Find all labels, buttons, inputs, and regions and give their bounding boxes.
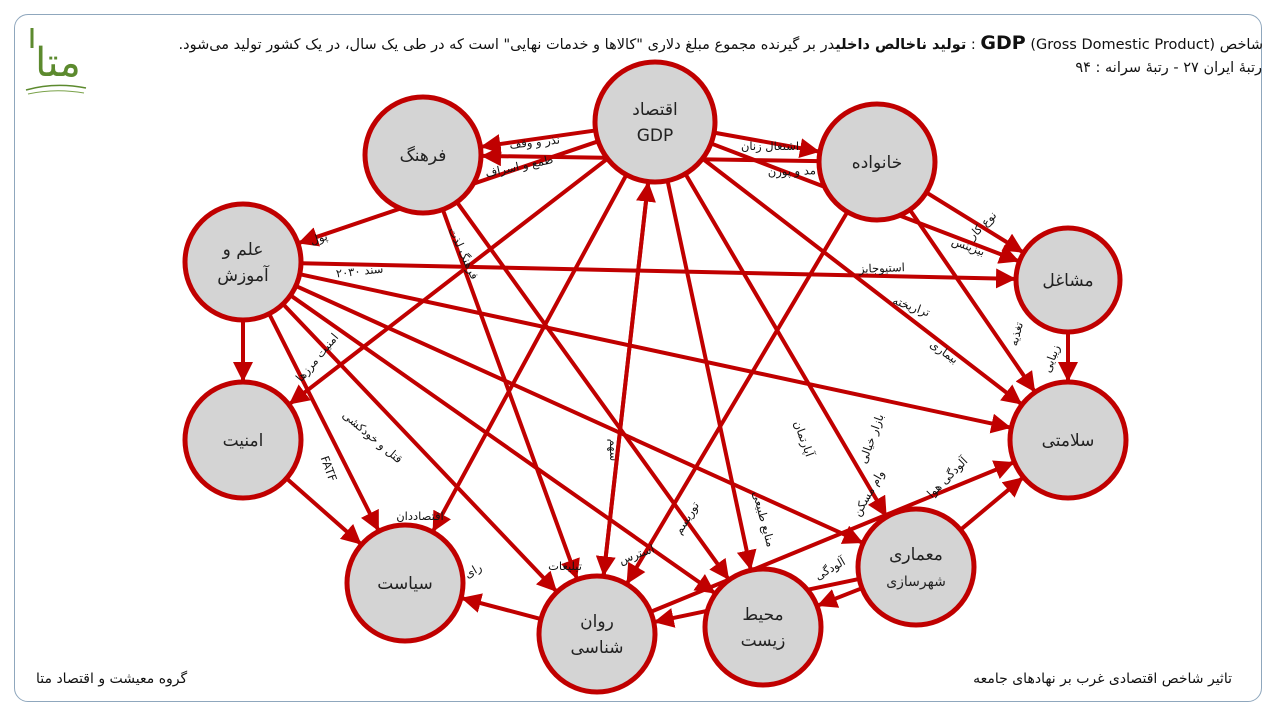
edge-gdp-salamati xyxy=(701,157,1023,405)
node-circle xyxy=(592,59,718,185)
header-part2: (Gross Domestic Product) : xyxy=(970,37,1216,53)
node-label: آموزش xyxy=(217,264,270,286)
edge-label-fatf: FATF xyxy=(318,454,340,483)
node-circle xyxy=(855,506,977,628)
edge-label-tablighat: تبلیغات xyxy=(548,559,582,573)
node-label: روان xyxy=(580,612,614,632)
edge-label-tarariakhte: تراریخته xyxy=(891,293,932,320)
header-bold-title: تولید ناخالص داخلی xyxy=(835,37,967,53)
node-circle xyxy=(536,573,658,695)
node-label: سلامتی xyxy=(1042,431,1095,451)
node-circle xyxy=(182,379,304,501)
edge-label-nazr: نذر و وقف xyxy=(509,132,561,152)
node-label: معماری xyxy=(889,545,943,565)
edge-memari-salamati xyxy=(959,476,1024,532)
edge-elm-mohit xyxy=(289,293,716,595)
node-khanevade: خانواده xyxy=(816,101,938,223)
edge-elm-mashaghel xyxy=(300,261,1017,289)
meta-logo: متا xyxy=(25,28,87,95)
header-gdp: GDP xyxy=(980,32,1026,54)
node-ravan: روان شناسی xyxy=(536,573,658,695)
node-amniat: امنیت xyxy=(182,379,304,501)
node-circle xyxy=(362,94,484,216)
header-definition: شاخص GDP (Gross Domestic Product) : تولی… xyxy=(95,32,1263,57)
edge-gdp-siasat xyxy=(431,173,629,533)
nodes-layer: اقتصاد GDP فرهنگ خانواده علم و آموزش مشاغل امنی… xyxy=(182,59,1129,695)
edge-label-farhang_lezat: فرهنگ لذت xyxy=(445,225,482,282)
edge-ravan-gdp xyxy=(601,181,656,577)
node-circle xyxy=(1013,225,1123,335)
node-label: محیط xyxy=(742,605,783,625)
edge-gdp-amniat xyxy=(288,157,609,405)
node-salamati: سلامتی xyxy=(1007,379,1129,501)
node-siasat: سیاست xyxy=(344,522,466,644)
edge-khanevade-mashaghel xyxy=(925,190,1024,254)
edge-ravan-siasat xyxy=(461,593,542,622)
edge-label-eshteghal: اشتغال زنان xyxy=(741,139,799,154)
node-label: شهرسازی xyxy=(886,574,946,590)
edge-gdp-farhang xyxy=(480,128,596,154)
edge-farhang-mohit xyxy=(455,200,730,580)
edge-label-pool: پول xyxy=(308,229,329,249)
node-label: علم و xyxy=(222,240,264,260)
edge-gdp-memari xyxy=(683,172,888,517)
node-label: خانواده xyxy=(852,153,902,173)
edge-label-zibaei: زیبایی xyxy=(1040,343,1064,375)
node-label: سیاست xyxy=(377,574,433,594)
node-label: GDP xyxy=(637,126,674,146)
node-label: اقتصاد xyxy=(632,100,677,120)
edge-label-aloodegi: آلودگی xyxy=(812,554,849,584)
node-mohit: محیط زیست xyxy=(702,566,824,688)
node-mashaghel: مشاغل xyxy=(1013,225,1123,335)
edge-ravan-salamati xyxy=(649,460,1015,614)
node-label: شناسی xyxy=(571,638,624,658)
slide-frame xyxy=(14,14,1262,702)
node-circle xyxy=(1007,379,1129,501)
node-circle xyxy=(344,522,466,644)
node-circle xyxy=(182,201,304,323)
edge-label-taghzie: تغذیه xyxy=(1006,320,1026,347)
edge-elm-salamati xyxy=(299,272,1012,434)
footer-group-name: گروه معیشت و اقتصاد متا xyxy=(36,671,188,687)
edge-label-biznes: بیزینس xyxy=(949,234,986,260)
node-label: زیست xyxy=(741,631,786,651)
header-part1: شاخص xyxy=(1219,37,1263,53)
node-circle xyxy=(816,101,938,223)
edge-elm-siasat xyxy=(267,312,380,532)
edge-elm-memari xyxy=(295,284,864,545)
node-farhang: فرهنگ xyxy=(362,94,484,216)
edge-label-bazar: بازار خیالی xyxy=(856,412,888,466)
node-memari: معماری شهرسازی xyxy=(855,506,977,628)
edge-label-sahm: سهم xyxy=(607,439,621,462)
edge-label-aloodegi_hava: آلودگی هوا xyxy=(924,453,972,501)
edge-label-mod: مد و پوزن xyxy=(768,163,817,180)
edge-khanevade-salamati xyxy=(908,208,1036,393)
logo-text: متا xyxy=(35,40,81,86)
edge-gdp-mohit xyxy=(665,180,757,571)
node-label: فرهنگ xyxy=(400,145,447,166)
node-elm: علم و آموزش xyxy=(182,201,304,323)
node-label: امنیت xyxy=(223,431,264,451)
edge-label-apartman: آپارتمان xyxy=(790,419,817,460)
edge-gdp-khanevade xyxy=(713,130,820,159)
edge-label-bimari: بیماری xyxy=(927,337,961,367)
node-label: مشاغل xyxy=(1042,271,1093,291)
footer-title: تاثیر شاخص اقتصادی غرب بر نهادهای جامعه xyxy=(973,671,1232,687)
edge-label-stiojabz: استیوجابز xyxy=(858,260,905,277)
header-part3: در بر گیرنده مجموع مبلغ دلاری "کالاها و … xyxy=(178,37,836,53)
edge-label-sanad: سند ۲۰۳۰ xyxy=(335,262,384,281)
edge-memari-mohit xyxy=(816,586,863,608)
edge-label-eghtesaddan: اقتصاددان xyxy=(396,509,444,523)
edge-farhang-ravan xyxy=(440,208,580,580)
edge-elm-ravan xyxy=(281,302,558,592)
edges-layer xyxy=(233,128,1078,628)
edge-label-manabe: منابع طبیعی xyxy=(750,489,778,548)
rank-text: رتبهٔ ایران ۲۷ - رتبهٔ سرانه : ۹۴ xyxy=(1075,60,1262,76)
node-gdp: اقتصاد GDP xyxy=(592,59,718,185)
edge-amniat-siasat xyxy=(285,476,362,545)
node-circle xyxy=(702,566,824,688)
edge-label-ghatl: قتل و خودکشی xyxy=(339,408,405,467)
